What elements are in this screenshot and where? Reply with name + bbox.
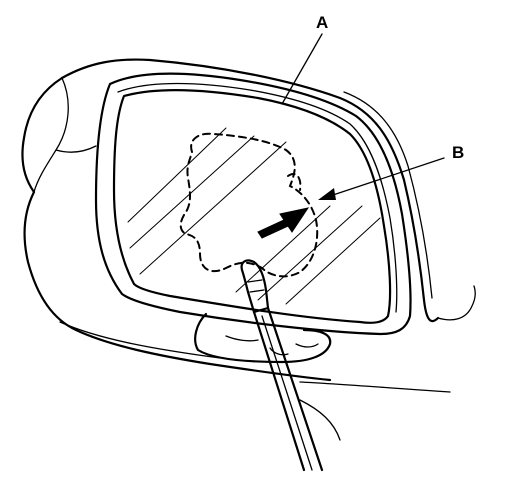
housing-left-cap	[21, 76, 332, 382]
frame-outer	[94, 72, 412, 336]
callout-a-label: A	[316, 13, 328, 32]
callout-b-leader	[329, 157, 445, 197]
hand-edge	[299, 399, 341, 441]
glare-line-2	[129, 135, 255, 249]
frame-inner-groove	[117, 82, 398, 313]
callout-a: A	[281, 13, 328, 105]
callout-b-label: B	[452, 143, 464, 162]
cloth-fold-3	[269, 347, 289, 356]
housing-outline	[60, 58, 440, 323]
clip-dashed-outline	[179, 132, 319, 278]
mirror-glass	[112, 88, 392, 324]
cloth-fold-1	[225, 335, 259, 342]
callout-a-leader	[281, 33, 323, 105]
hand-outline	[299, 399, 341, 441]
cloth-outline	[194, 312, 332, 364]
glare-line-4	[235, 205, 331, 293]
housing-bottom-line	[299, 381, 451, 393]
callout-b: B	[318, 143, 464, 200]
push-arrow-icon	[257, 207, 310, 239]
push-arrow-shape	[257, 207, 310, 239]
glare-line-6	[285, 217, 381, 305]
mirror-housing	[21, 58, 476, 393]
cloth-fold-2	[295, 343, 319, 348]
housing-cap-inner	[55, 145, 97, 153]
mirror-frame	[94, 72, 412, 336]
glare-line-3	[139, 141, 287, 275]
callout-b-arrowhead	[318, 188, 336, 200]
glare-line-1	[127, 127, 227, 223]
glare-line-5	[257, 205, 363, 301]
screwdriver-blade-ridge	[247, 279, 265, 293]
housing-right-rim	[343, 91, 433, 299]
screwdriver-blade	[240, 259, 270, 314]
flat-screwdriver	[240, 259, 324, 472]
screwdriver-shaft	[252, 306, 324, 472]
housing-underside	[59, 321, 221, 359]
clip-dashed-tab	[287, 172, 302, 191]
protective-cloth	[194, 312, 332, 364]
housing-cap-fold	[33, 77, 69, 193]
screwdriver-shaft-highlight	[261, 315, 313, 471]
housing-lower-edge	[437, 285, 476, 321]
glass-retaining-clip	[179, 132, 319, 278]
glass-outline	[112, 88, 392, 324]
